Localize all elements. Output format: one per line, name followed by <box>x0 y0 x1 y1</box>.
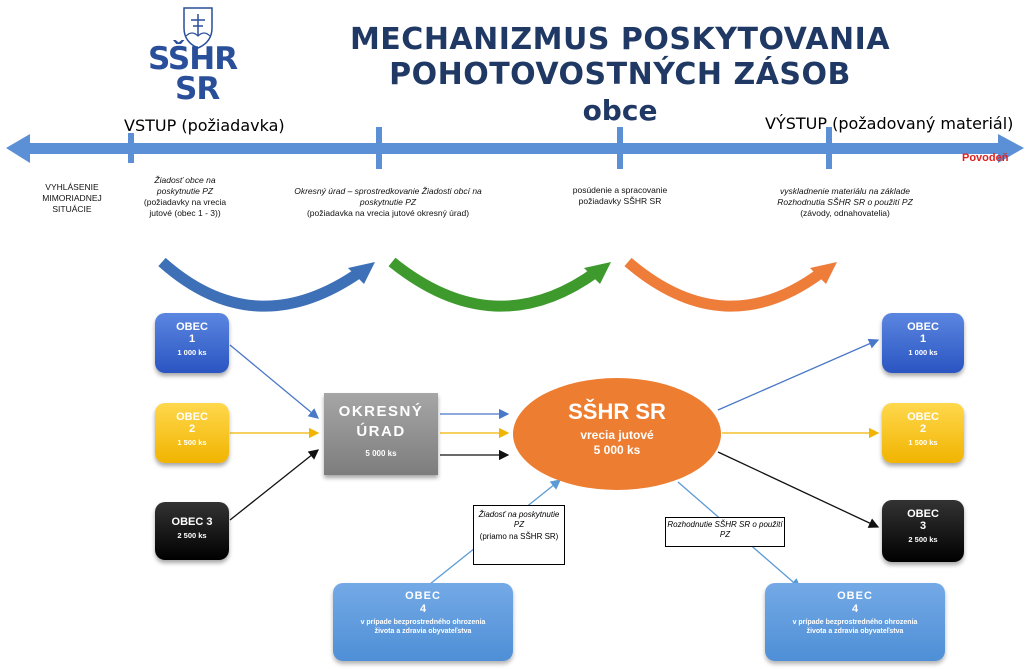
sshr-node: SŠHR SR vrecia jutové 5 000 ks <box>513 378 721 490</box>
note-decision: Rozhodnutie SŠHR SR o použití PZ <box>665 517 785 547</box>
sshr-qty: 5 000 ks <box>593 443 641 457</box>
curved-arrow-blue <box>158 257 364 312</box>
sshr-title: SŠHR SR <box>568 399 666 424</box>
left-obec-1: OBEC 1 1 000 ks <box>155 313 229 373</box>
left-obec-1-qty: 1 000 ks <box>177 348 207 357</box>
logo-line1: SŠHR <box>148 41 238 77</box>
district-office-qty: 5 000 ks <box>365 449 397 458</box>
flow-obec1-okresny <box>229 344 320 419</box>
obec4-left-desc: v prípade bezprostredného ohrozenia živo… <box>360 619 486 635</box>
district-office-line2: ÚRAD <box>356 423 406 440</box>
phase-output-label: VÝSTUP (požadovaný materiál) <box>765 114 1014 133</box>
obec4-right: OBEC 4 v prípade bezprostredného ohrozen… <box>765 583 945 661</box>
obec4-left-num: 4 <box>419 603 427 615</box>
left-obec-2-qty: 1 500 ks <box>177 438 207 447</box>
right-obec-2-qty: 1 500 ks <box>908 438 938 447</box>
right-obec-1-num: 1 <box>919 333 927 345</box>
curved-arrow-green <box>388 257 600 312</box>
obec4-left: OBEC 4 v prípade bezprostredného ohrozen… <box>333 583 513 661</box>
flow-sshr-obec1 <box>717 338 880 411</box>
title-line1: MECHANIZMUS POSKYTOVANIA <box>349 22 891 57</box>
step-material-release-detail: (závody, odnahovatelia) <box>800 208 890 218</box>
step-material-release-main: vyskladnenie materiálu na základe Rozhod… <box>777 186 913 207</box>
page-title: MECHANIZMUS POSKYTOVANIA POHOTOVOSTNÝCH … <box>300 22 940 92</box>
curved-arrow-green-head <box>584 262 611 284</box>
obec4-right-desc: v prípade bezprostredného ohrozenia živo… <box>792 619 918 635</box>
step-material-release: vyskladnenie materiálu na základe Rozhod… <box>765 186 925 219</box>
district-office-line1: OKRESNÝ <box>338 403 424 420</box>
left-obec-3: OBEC 3 2 500 ks <box>155 502 229 560</box>
right-obec-3-qty: 2 500 ks <box>908 535 938 544</box>
step-emergency-declaration: VYHLÁSENIE MIMORIADNEJ SITUÁCIE <box>42 182 102 214</box>
right-obec-3-name: OBEC <box>907 508 939 520</box>
title-line2: POHOTOVOSTNÝCH ZÁSOB <box>389 57 851 92</box>
timeline-arrow <box>6 127 1024 169</box>
left-obec-2: OBEC 2 1 500 ks <box>155 403 229 463</box>
step-municipality-request-detail: (požiadavky na vrecia jutové (obec 1 - 3… <box>143 197 227 218</box>
coat-of-arms-icon <box>183 7 213 49</box>
left-obec-1-name: OBEC <box>176 321 208 333</box>
curved-arrow-orange <box>624 257 826 312</box>
right-obec-3: OBEC 3 2 500 ks <box>882 500 964 562</box>
note-direct-request-main: Žiadosť na poskytnutie PZ <box>478 510 560 529</box>
flow-obec3-okresny <box>229 449 320 521</box>
step-assessment: posúdenie a spracovanie požiadavky SŠHR … <box>572 185 668 206</box>
right-obec-3-num: 3 <box>919 520 927 532</box>
right-obec-2-name: OBEC <box>907 411 939 423</box>
left-obec-2-name: OBEC <box>176 411 208 423</box>
left-obec-3-name: OBEC 3 <box>171 516 213 528</box>
event-label: Povodeň <box>962 152 1009 164</box>
right-obec-1: OBEC 1 1 000 ks <box>882 313 964 373</box>
step-district-office-main: Okresný úrad – sprostredkovanie Žiadosti… <box>294 186 482 207</box>
left-obec-2-num: 2 <box>188 423 196 435</box>
curved-arrow-blue-head <box>348 262 375 284</box>
right-obec-1-qty: 1 000 ks <box>908 348 938 357</box>
right-obec-1-name: OBEC <box>907 321 939 333</box>
obec4-right-name: OBEC <box>837 590 873 602</box>
step-district-office-detail: (požiadavka na vrecia jutové okresný úra… <box>306 208 470 218</box>
step-district-office: Okresný úrad – sprostredkovanie Žiadosti… <box>278 186 498 219</box>
step-municipality-request: Žiadosť obce na poskytnutie PZ (požiadav… <box>140 175 230 219</box>
step-municipality-request-main: Žiadosť obce na poskytnutie PZ <box>154 175 216 196</box>
district-office-box: OKRESNÝ ÚRAD 5 000 ks <box>324 393 438 475</box>
note-direct-request: Žiadosť na poskytnutie PZ (priamo na SŠH… <box>473 505 565 565</box>
left-obec-1-num: 1 <box>188 333 196 345</box>
note-direct-request-detail: (priamo na SŠHR SR) <box>479 532 559 541</box>
left-obec-3-qty: 2 500 ks <box>177 531 207 540</box>
title-subtitle: obce <box>582 94 658 127</box>
right-obec-2: OBEC 2 1 500 ks <box>882 403 964 463</box>
logo-line2: SR <box>175 71 220 107</box>
obec4-right-num: 4 <box>851 603 859 615</box>
obec4-left-name: OBEC <box>405 590 441 602</box>
sshr-material: vrecia jutové <box>580 428 654 442</box>
curved-arrow-orange-head <box>810 262 837 284</box>
flow-sshr-obec3 <box>717 451 880 528</box>
right-obec-2-num: 2 <box>919 423 927 435</box>
phase-input-label: VSTUP (požiadavka) <box>124 116 285 135</box>
